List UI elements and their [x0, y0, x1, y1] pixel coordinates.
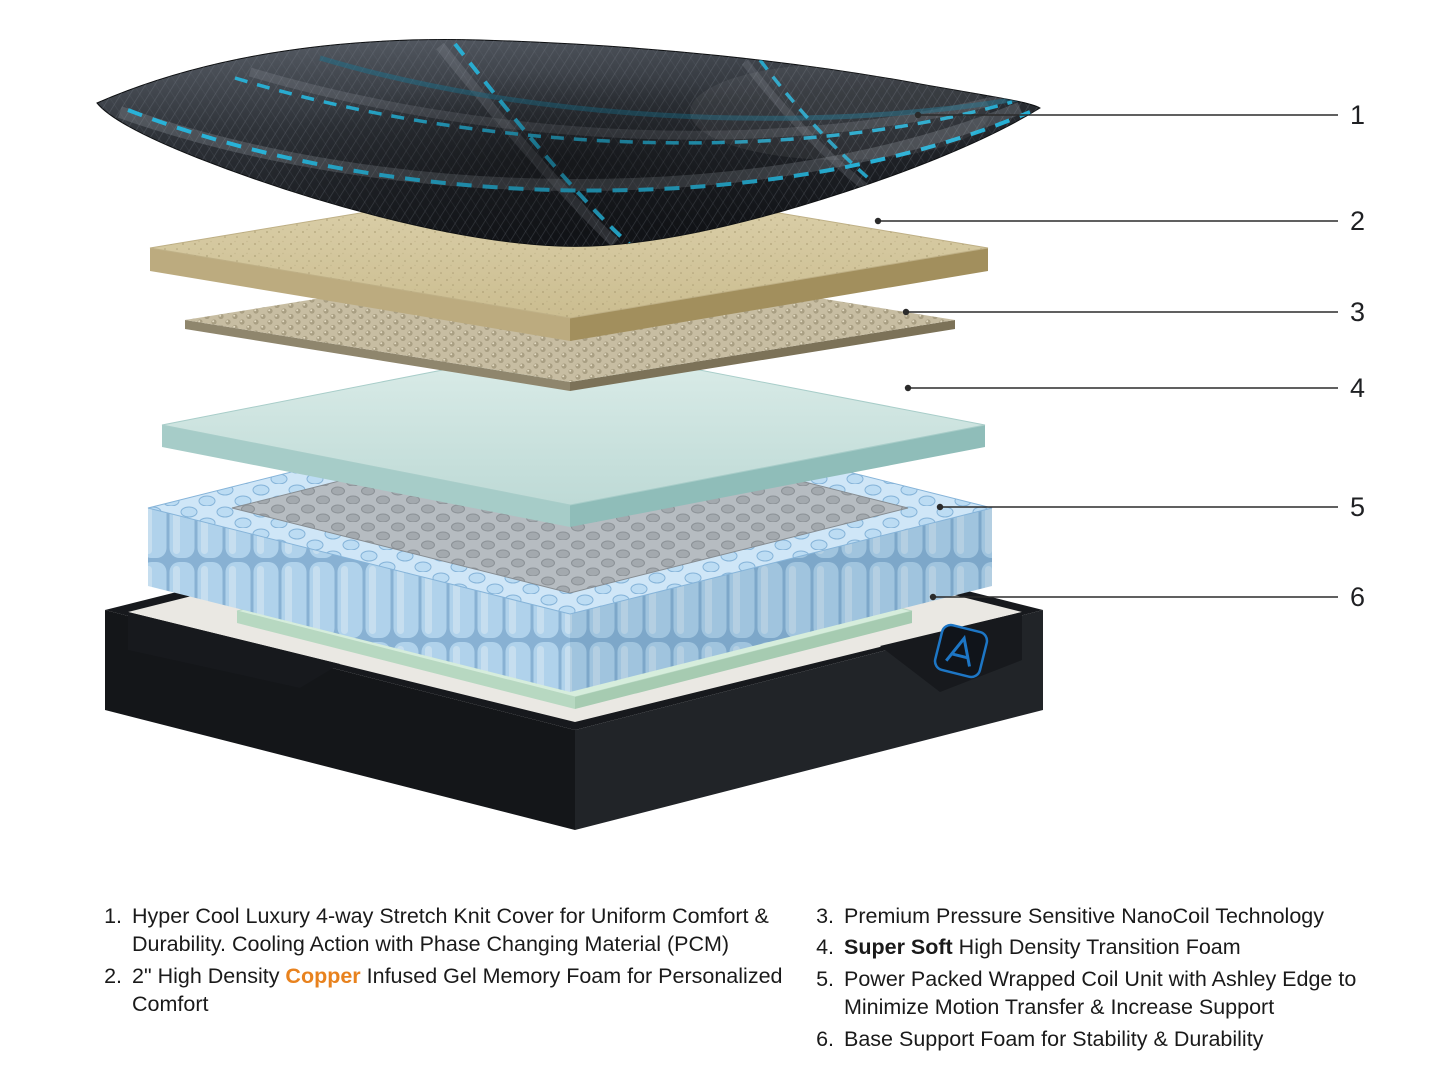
callout-number-1: 1	[1350, 100, 1365, 130]
base-foam-green-left	[237, 611, 575, 709]
legend-item-4-text: Super Soft High Density Transition Foam	[844, 935, 1241, 960]
legend-item-6: 6. Base Support Foam for Stability & Dur…	[804, 1025, 1364, 1053]
legend: 1. Hyper Cool Luxury 4-way Stretch Knit …	[0, 902, 1445, 1053]
legend-item-5: 5. Power Packed Wrapped Coil Unit with A…	[804, 965, 1364, 1022]
diagram-svg: 1 2 3 4 5 6	[96, 39, 1365, 830]
legend-item-6-text: Base Support Foam for Stability & Durabi…	[844, 1026, 1264, 1051]
legend-item-5-number: 5.	[816, 966, 834, 991]
nanocoil-left-edge	[185, 320, 570, 391]
legend-item-6-number: 6.	[816, 1026, 834, 1051]
base-foam-green-right	[575, 611, 912, 709]
base-left-corner-wedge	[128, 612, 340, 688]
callouts: 1 2 3 4 5 6	[874, 100, 1365, 612]
coil-front-left-shade	[148, 508, 570, 692]
cover-plaid-pattern	[117, 42, 1036, 247]
legend-column-right: 3. Premium Pressure Sensitive NanoCoil T…	[804, 902, 1364, 1053]
memory-foam-right-edge	[570, 248, 988, 341]
legend-item-3-text: Premium Pressure Sensitive NanoCoil Tech…	[844, 904, 1324, 928]
coil-front-right-shade	[570, 508, 992, 692]
super-soft-highlight: Super Soft	[844, 935, 953, 960]
callout-number-4: 4	[1350, 373, 1365, 403]
legend-item-5-text: Power Packed Wrapped Coil Unit with Ashl…	[844, 966, 1357, 1020]
legend-item-2-text: 2" High Density Copper Infused Gel Memor…	[132, 963, 783, 1017]
coil-front-left-face	[148, 508, 570, 692]
memory-foam-speckle	[150, 178, 988, 318]
legend-item-4: 4. Super Soft High Density Transition Fo…	[804, 933, 1364, 961]
transition-foam-top	[161, 344, 986, 506]
callout-number-2: 2	[1350, 206, 1365, 236]
transition-foam-left-edge	[162, 425, 570, 527]
legend-column-left: 1. Hyper Cool Luxury 4-way Stretch Knit …	[92, 902, 784, 1053]
transition-foam-right-edge	[570, 425, 985, 527]
copper-highlight: Copper	[285, 963, 361, 988]
callout-number-5: 5	[1350, 492, 1365, 522]
callout-number-6: 6	[1350, 582, 1365, 612]
nanocoil-right-edge	[570, 320, 955, 391]
callout-number-3: 3	[1350, 297, 1365, 327]
legend-item-1-number: 1.	[104, 904, 122, 928]
layer-gel-memory-foam	[149, 177, 989, 341]
legend-item-3-number: 3.	[816, 904, 834, 928]
ashley-logo	[933, 623, 989, 679]
legend-item-3: 3. Premium Pressure Sensitive NanoCoil T…	[804, 902, 1364, 930]
layer-transition-foam	[161, 344, 986, 527]
memory-foam-left-edge	[150, 248, 570, 341]
mattress-exploded-diagram: 1 2 3 4 5 6	[96, 39, 1365, 830]
legend-item-4-number: 4.	[816, 935, 834, 960]
coil-front-right-face	[570, 508, 992, 692]
legend-item-2: 2. 2" High Density Copper Infused Gel Me…	[92, 962, 784, 1019]
layer-knit-cover	[96, 39, 1041, 247]
legend-item-1-text: Hyper Cool Luxury 4-way Stretch Knit Cov…	[132, 904, 769, 957]
legend-item-2-number: 2.	[104, 963, 122, 988]
legend-item-1: 1. Hyper Cool Luxury 4-way Stretch Knit …	[92, 902, 784, 959]
